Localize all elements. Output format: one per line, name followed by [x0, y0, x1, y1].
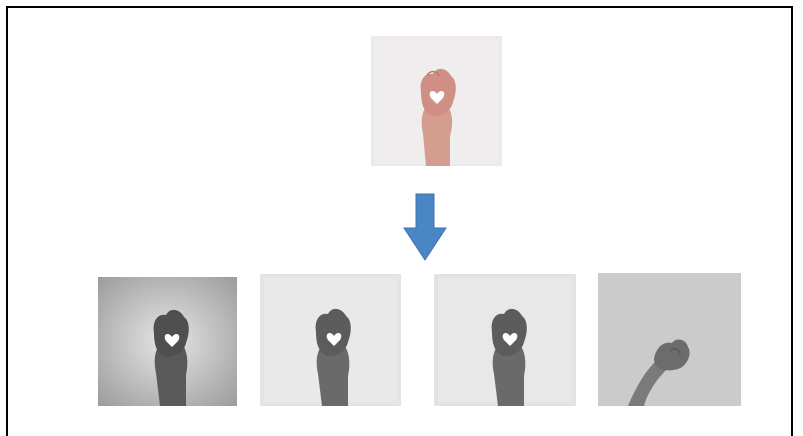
hand-heart-gesture-icon — [98, 277, 237, 406]
variant-image-4 — [598, 273, 741, 406]
variant-image-1 — [98, 277, 237, 406]
hand-heart-gesture-icon — [260, 274, 401, 406]
hand-side-gesture-icon — [598, 273, 741, 406]
hand-heart-gesture-icon — [434, 274, 576, 406]
variant-image-3 — [434, 274, 576, 406]
hand-heart-gesture-icon — [371, 36, 502, 166]
down-arrow-icon — [402, 192, 448, 262]
variant-image-2 — [260, 274, 401, 406]
source-hand-image — [371, 36, 502, 166]
